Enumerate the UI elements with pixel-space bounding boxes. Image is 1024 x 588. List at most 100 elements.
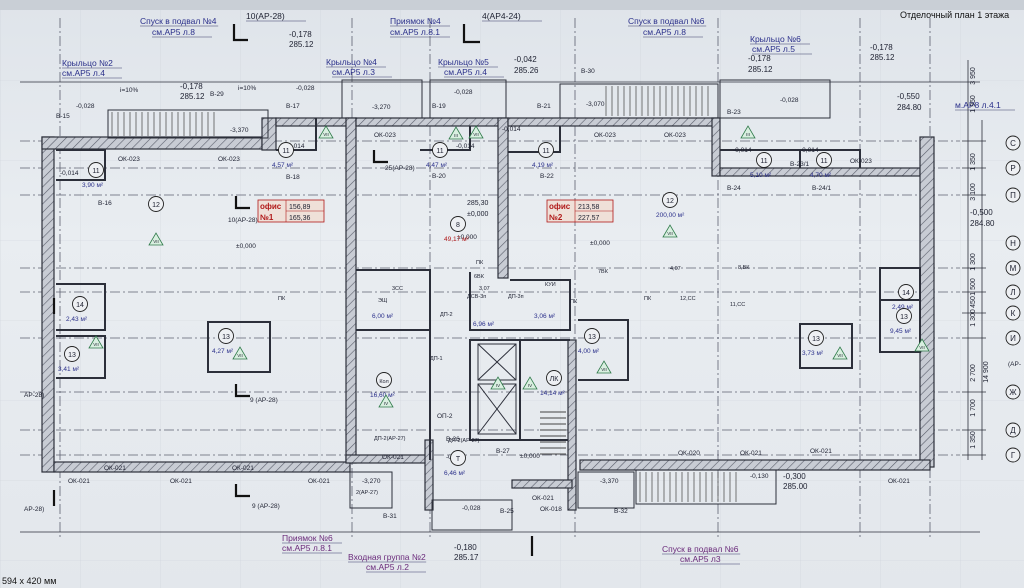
- level-mark: 285.00: [783, 482, 808, 491]
- room-number-circle: [756, 152, 772, 168]
- axis-label: В-32: [614, 508, 628, 515]
- room-number: 13: [588, 334, 596, 341]
- room-number: 11: [92, 168, 99, 175]
- finish-type-triangle: [596, 360, 612, 374]
- room-area: 6,96 м²: [473, 321, 495, 328]
- wall-type-label: ОК-023: [374, 132, 396, 139]
- floor-level-mark: -0,028: [454, 89, 473, 96]
- wall-type-label: ОК-020: [678, 450, 700, 457]
- callout-label: Спуск в подвал №4: [140, 16, 217, 26]
- floor-level-mark: ±0,000: [236, 243, 256, 250]
- office-area-gross: ±0,000: [467, 211, 488, 218]
- office-area-net: 285,30: [467, 200, 489, 207]
- callout-label: Крыльцо №2: [62, 58, 113, 68]
- grid-axis-letter: К: [1011, 309, 1016, 318]
- dimension-value: 14 900: [983, 361, 990, 383]
- finish-type-triangle: [148, 232, 164, 246]
- dimension-value: 1 300: [970, 253, 977, 271]
- callout-label: см.АР5 л3: [680, 554, 721, 564]
- office-area-net: 213,58: [578, 204, 600, 211]
- level-mark: 285.12: [870, 53, 895, 62]
- equipment-label: ДП-1: [430, 356, 443, 362]
- axis-label: В-27: [496, 448, 510, 455]
- wall-type-label: ОК-023: [118, 156, 140, 163]
- room-area: 3,73 м²: [802, 350, 824, 357]
- axis-label: В-23: [727, 109, 741, 116]
- callout-label: см.АР5 л.2: [366, 562, 409, 572]
- callout-label: см.АР5 л.8: [152, 27, 195, 37]
- axis-label: В-31: [383, 513, 397, 520]
- axis-label: 9 (АР-28): [250, 397, 278, 404]
- finish-type-triangle: [832, 346, 848, 360]
- dimension-value: 1 700: [970, 399, 977, 417]
- equipment-label: 2(АР-27): [356, 490, 378, 496]
- room-area: 3,90 м²: [82, 182, 104, 189]
- section-marks: [52, 24, 534, 556]
- floor-level-mark: -0,014: [60, 170, 79, 177]
- room-number: 8: [456, 222, 460, 229]
- room-area: 4,27 м²: [212, 348, 234, 355]
- room-area: 6,46 м²: [444, 470, 466, 477]
- floor-level-mark: -3,070: [586, 101, 605, 108]
- equipment-label: ЭЩ: [378, 298, 387, 304]
- finish-type-triangle: [914, 338, 930, 352]
- room-area: 4,00 м²: [578, 348, 600, 355]
- room-number-circle: [450, 450, 466, 466]
- room-number: 13: [900, 314, 908, 321]
- level-mark: -0,178: [870, 43, 893, 52]
- room-number-circle: [546, 370, 562, 386]
- grid-axis-letter: Д: [1010, 426, 1016, 435]
- room-number-circle: [72, 296, 88, 312]
- room-number-circle: [898, 284, 914, 300]
- finish-type-triangle: [468, 125, 484, 139]
- callout-label: Крыльцо №4: [326, 57, 377, 67]
- room-area: 4,47 м²: [426, 162, 448, 169]
- floor-level-mark: -0,014: [456, 143, 475, 150]
- finish-type-code: III: [454, 133, 458, 138]
- equipment-label: 12,СС: [680, 296, 696, 302]
- equipment-label: КУИ: [545, 282, 556, 288]
- axis-label: АР-28): [24, 506, 44, 513]
- wall-type-label: ОК-021: [888, 478, 910, 485]
- finish-type-code: III: [746, 132, 750, 137]
- callout-label: см.АР5 л.4: [62, 68, 105, 78]
- axis-label: В-24: [727, 185, 741, 192]
- wall-type-label: ОК-023: [850, 158, 872, 165]
- finish-type-triangle: [88, 335, 104, 349]
- finish-type-code: VII: [837, 353, 843, 358]
- grid-axis-bubble: [1005, 160, 1021, 176]
- finish-type-triangle: [378, 394, 394, 408]
- equipment-label: ПК: [476, 260, 484, 266]
- grid-axis-letter: И: [1010, 334, 1016, 343]
- grid-axis-bubble: [1005, 135, 1021, 151]
- equipment-label: 3СС: [392, 286, 403, 292]
- room-number: 11: [282, 148, 289, 155]
- callout-label: Крыльцо №6: [750, 34, 801, 44]
- room-number: 11: [436, 148, 443, 155]
- floor-level-mark: -0,014: [733, 147, 752, 154]
- room-area: 14,14 м²: [540, 390, 566, 397]
- wall-type-label: ОК-021: [68, 478, 90, 485]
- wall-type-label: ОК-018: [540, 506, 562, 513]
- level-mark: 285.17: [454, 553, 479, 562]
- grid-axis-letter: С: [1010, 139, 1016, 148]
- equipment-label: ДП-2(АР-27): [374, 436, 406, 442]
- finish-type-triangle: [522, 376, 538, 390]
- finish-type-code: VII: [473, 132, 479, 137]
- axis-label: В-17: [286, 103, 300, 110]
- room-number-circle: [896, 308, 912, 324]
- room-number: 13: [222, 334, 230, 341]
- dimension-value: 3 100: [970, 183, 977, 201]
- floor-level-mark: -0,028: [296, 85, 315, 92]
- room-number-circle: [278, 142, 294, 158]
- room-area: 200,00 м²: [656, 212, 685, 219]
- dimension-chain: [962, 60, 986, 460]
- callout-label: см.АР5 л.3: [332, 67, 375, 77]
- wall-type-label: ОК-023: [664, 132, 686, 139]
- room-area: 4,70 м²: [810, 172, 832, 179]
- finish-type-code: IV: [528, 383, 532, 388]
- level-mark: -0,300: [783, 472, 806, 481]
- level-mark: 285.12: [748, 65, 773, 74]
- room-area: 3,06 м²: [534, 313, 556, 320]
